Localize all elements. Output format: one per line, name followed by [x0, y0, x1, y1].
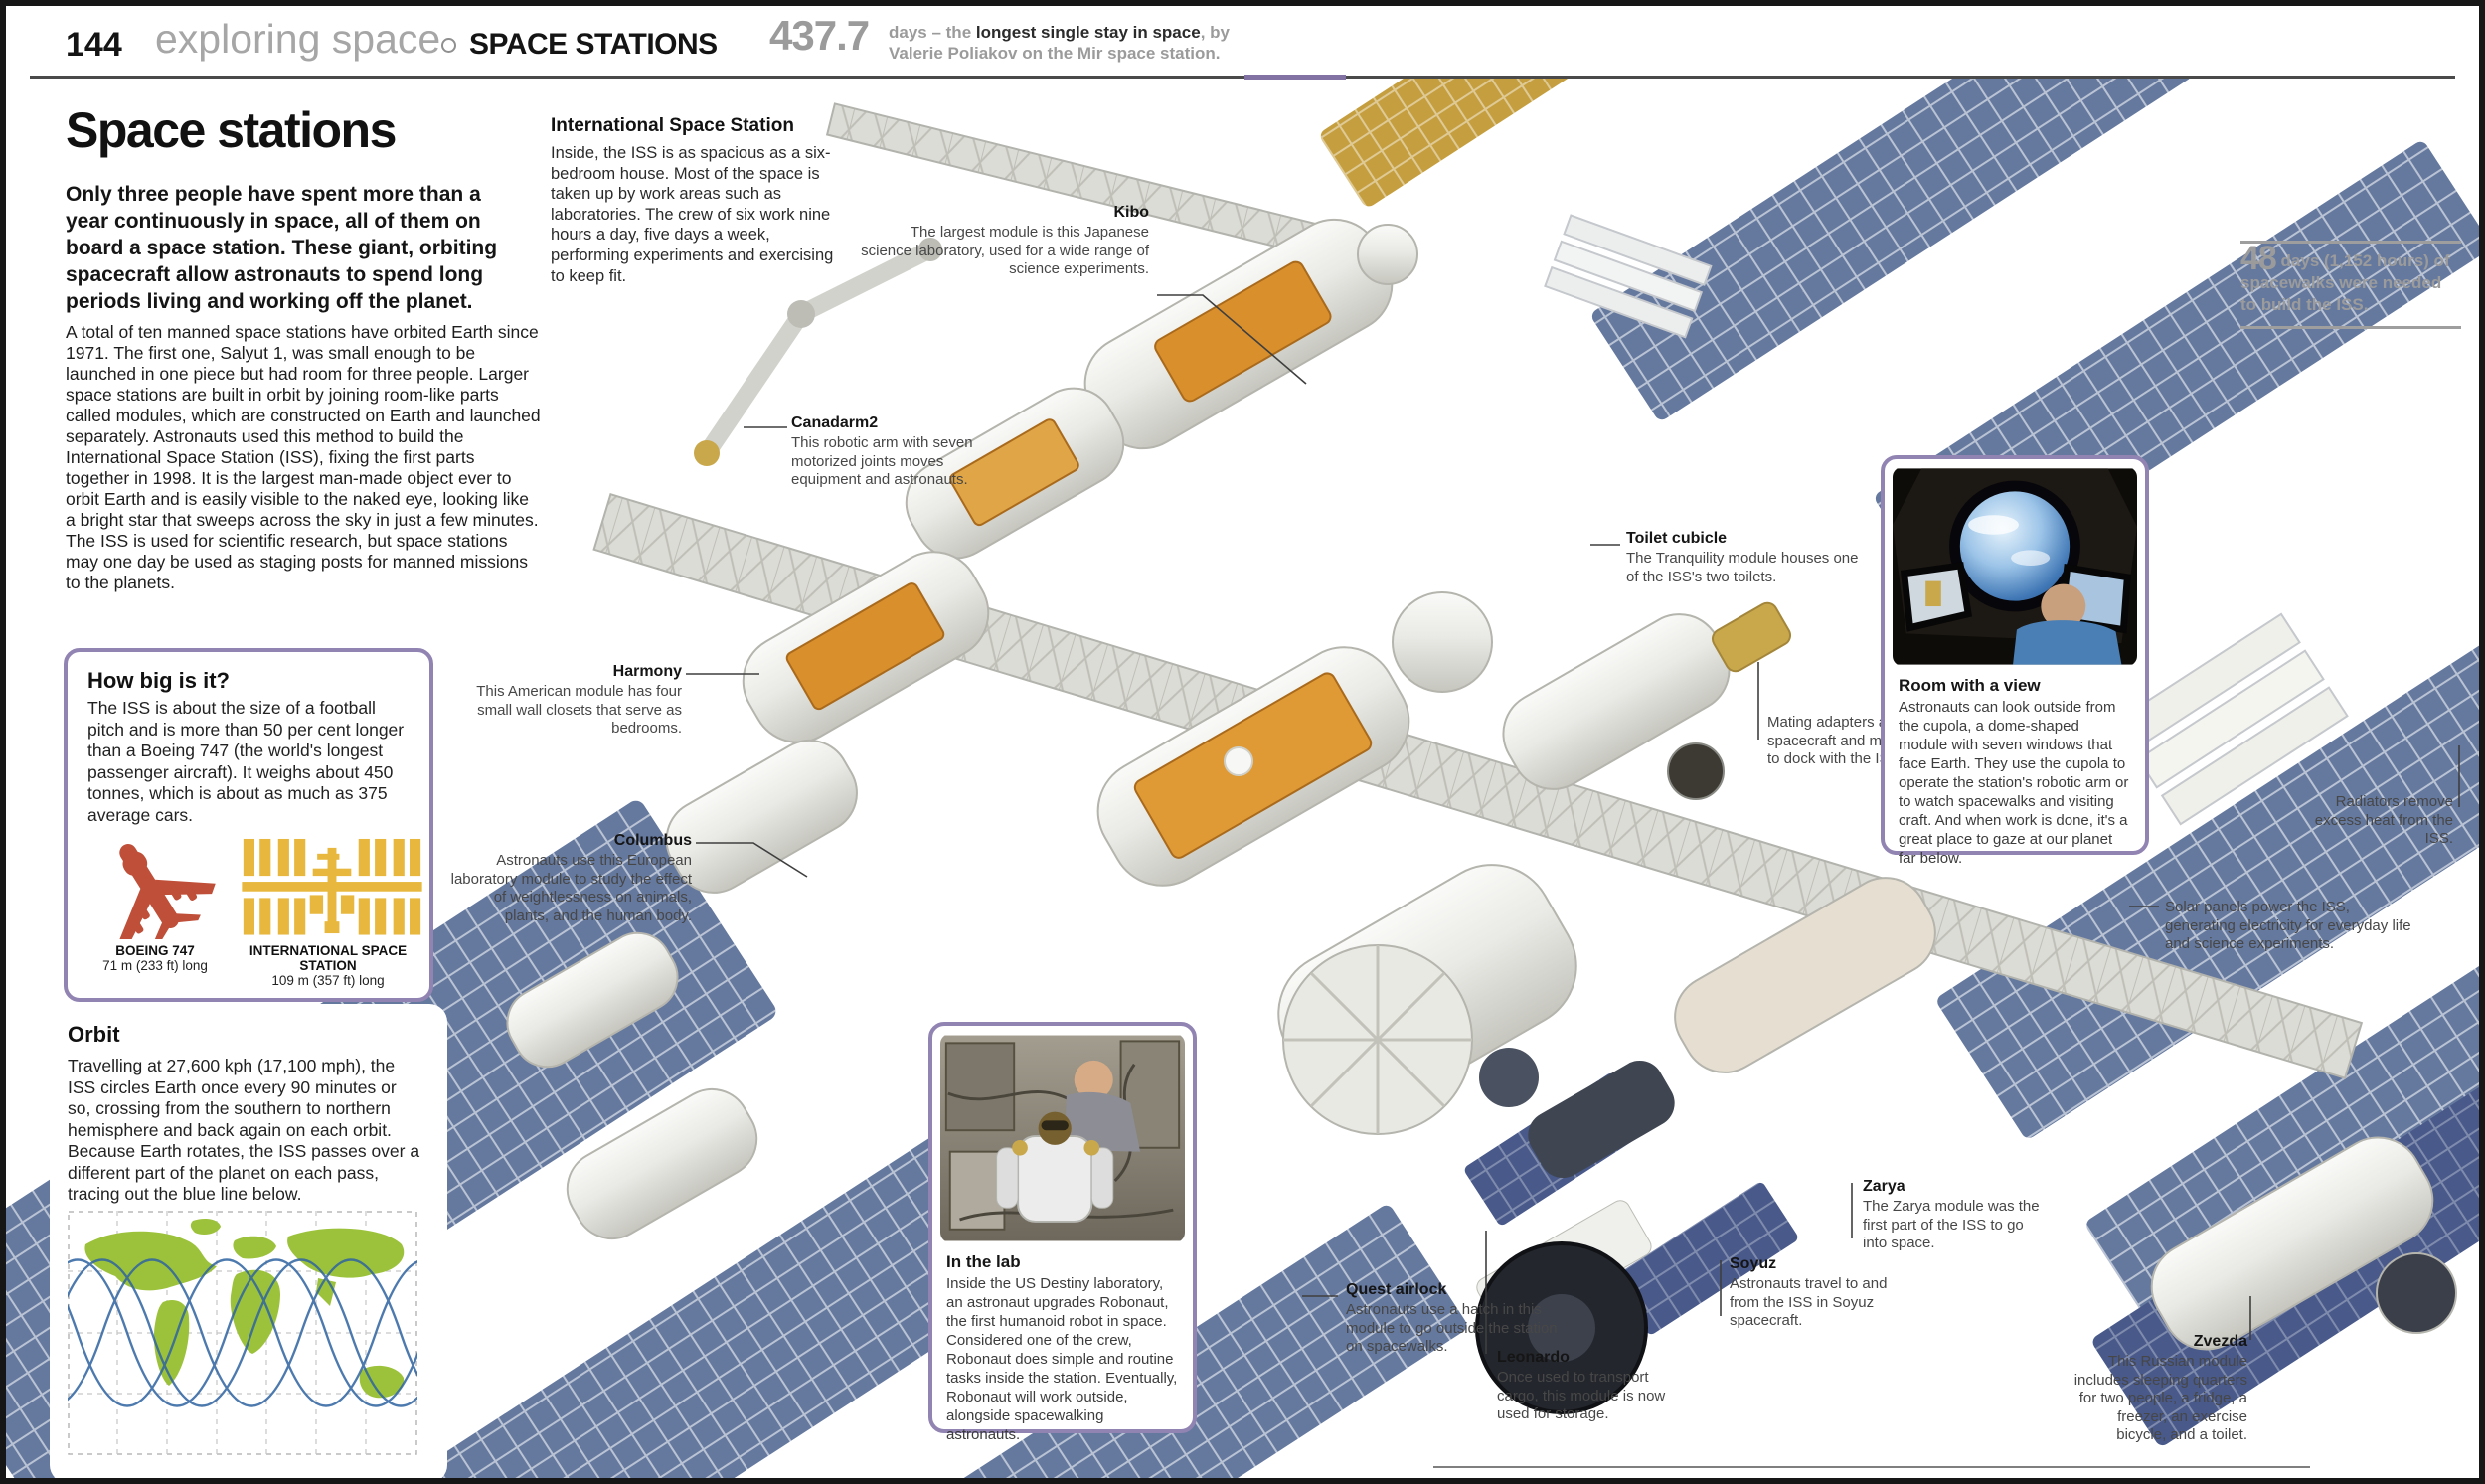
fact-bold: longest single stay in space	[975, 23, 1201, 42]
boeing-length: 71 m (233 ft) long	[102, 958, 208, 973]
article-title: Space stations	[66, 102, 397, 158]
callout-body: Astronauts use a hatch in this module to…	[1346, 1301, 1558, 1356]
astronaut-body	[1064, 1091, 1141, 1152]
article-lead: Only three people have spent more than a…	[66, 183, 498, 313]
iss-illustration	[6, 6, 2479, 1478]
orbit-title: Orbit	[68, 1022, 120, 1047]
callout-harmony: Harmony This American module has four sm…	[451, 662, 682, 739]
boeing-column: BOEING 747 71 m (233 ft) long	[76, 836, 235, 988]
spacewalk-fact: 48 days (1,152 hours) of spacewalks were…	[2240, 241, 2461, 329]
iss-silhouette	[242, 838, 422, 935]
callout-body: This robotic arm with seven motorized jo…	[791, 434, 973, 489]
callout-title: Columbus	[613, 832, 692, 849]
callout-title: Quest airlock	[1346, 1281, 1447, 1298]
callout-zarya: Zarya The Zarya module was the first par…	[1863, 1177, 2047, 1253]
box-body: Astronauts can look outside from the cup…	[1899, 699, 2129, 867]
fact-prefix: days – the	[889, 23, 976, 42]
orbit-map	[68, 1211, 417, 1455]
callout-title: Soyuz	[1730, 1255, 1777, 1272]
callout-title: Zvezda	[2193, 1333, 2247, 1350]
orbit-body: Travelling at 27,600 kph (17,100 mph), t…	[68, 1056, 420, 1204]
canadarm2-arm	[694, 238, 942, 466]
size-comparison: BOEING 747 71 m (233 ft) long	[76, 836, 422, 988]
callout-kibo: Kibo The largest module is this Japanese…	[859, 203, 1149, 279]
callout-body: Radiators remove excess heat from the IS…	[2314, 793, 2453, 848]
callout-columbus: Columbus Astronauts use this European la…	[449, 831, 692, 925]
header-rule	[30, 76, 2455, 79]
leader-kibo	[1157, 294, 1307, 385]
cupola-photo	[1893, 468, 2137, 665]
callout-body: Once used to transport cargo, this modul…	[1497, 1369, 1666, 1423]
astronaut-shirt	[2013, 620, 2122, 665]
callout-body: This Russian module includes sleeping qu…	[2073, 1353, 2247, 1444]
columbus-module	[665, 739, 858, 894]
zvezda-module	[2150, 1136, 2434, 1351]
box-title: Room with a view	[1899, 676, 2041, 695]
callout-title: Kibo	[1113, 204, 1149, 221]
in-the-lab-box: In the lab Inside the US Destiny laborat…	[928, 1022, 1197, 1443]
callout-body: The Zarya module was the first part of t…	[1863, 1198, 2040, 1252]
callout-body: This American module has four small wall…	[476, 683, 682, 738]
boeing-747-silhouette	[117, 844, 216, 939]
room-with-a-view-box: Room with a view Astronauts can look out…	[1881, 455, 2149, 867]
radiator-panels	[1544, 214, 2349, 826]
section-title: exploring space	[155, 16, 441, 62]
callout-canadarm2: Canadarm2 This robotic arm with seven mo…	[791, 413, 1015, 490]
astronaut-head	[1074, 1060, 1113, 1099]
callout-body: Solar panels power the ISS, generating e…	[2165, 899, 2411, 953]
spacewalk-text: days (1,152 hours) of spacewalks were ne…	[2240, 251, 2450, 314]
fact-suffix: , by	[1200, 23, 1230, 42]
section-separator-icon	[441, 38, 456, 53]
callout-body: Astronauts travel to and from the ISS in…	[1730, 1275, 1888, 1330]
cargo-craft	[1475, 1200, 1652, 1414]
callout-title: Harmony	[612, 663, 682, 680]
callout-quest-airlock: Quest airlock Astronauts use a hatch in …	[1346, 1280, 1570, 1357]
box-title: In the lab	[946, 1252, 1021, 1271]
zarya-module	[1674, 877, 1936, 1073]
callout-zvezda: Zvezda This Russian module includes slee…	[2064, 1332, 2247, 1445]
iss-overview-title: International Space Station	[551, 115, 794, 136]
callout-body: Astronauts use this European laboratory …	[450, 852, 692, 924]
callout-solar-panels: Solar panels power the ISS, generating e…	[2165, 897, 2411, 954]
callout-title: Leonardo	[1497, 1349, 1570, 1366]
boeing-name: BOEING 747	[115, 943, 195, 958]
mating-adapter	[1711, 601, 1792, 673]
callout-leonardo: Leonardo Once used to transport cargo, t…	[1497, 1348, 1691, 1424]
callout-title: Zarya	[1863, 1178, 1905, 1195]
leader-columbus	[696, 842, 808, 878]
callout-toilet-cubicle: Toilet cubicle The Tranquility module ho…	[1626, 529, 1860, 586]
astronaut-head	[2041, 583, 2086, 629]
page-number: 144	[66, 26, 122, 64]
callout-radiators: Radiators remove excess heat from the IS…	[2302, 791, 2453, 849]
callout-body: The Tranquility module houses one of the…	[1626, 550, 1859, 585]
soyuz-spacecraft	[1479, 1048, 1675, 1179]
callout-title: Canadarm2	[791, 414, 879, 431]
leader-lines	[686, 294, 2460, 1468]
orbit-tracks	[68, 1258, 417, 1407]
iss-overview-body: Inside, the ISS is as spacious as a six-…	[551, 144, 834, 285]
callout-body: The largest module is this Japanese scie…	[861, 224, 1149, 278]
how-big-title: How big is it?	[87, 668, 230, 693]
robonaut	[996, 1111, 1114, 1223]
article-body: A total of ten manned space stations hav…	[66, 322, 541, 592]
iss-column: INTERNATIONAL SPACE STATION 109 m (357 f…	[235, 836, 422, 988]
how-big-box: How big is it? The ISS is about the size…	[64, 648, 433, 1002]
cupola-module	[1667, 742, 1725, 800]
fact-text: days – the longest single stay in space,…	[889, 22, 1306, 64]
iss-name: INTERNATIONAL SPACE STATION	[248, 943, 408, 973]
box-body: Inside the US Destiny laboratory, an ast…	[946, 1275, 1178, 1443]
callout-soyuz: Soyuz Astronauts travel to and from the …	[1730, 1254, 1908, 1331]
how-big-body: The ISS is about the size of a football …	[87, 698, 405, 825]
iss-length: 109 m (357 ft) long	[271, 973, 385, 988]
spacewalk-number: 48	[2240, 240, 2277, 277]
fact-number: 437.7	[769, 12, 870, 59]
callout-title: Toilet cubicle	[1626, 530, 1728, 547]
page-title: SPACE STATIONS	[469, 28, 718, 61]
fact-line2: Valerie Poliakov on the Mir space statio…	[889, 44, 1221, 63]
lab-photo	[940, 1035, 1185, 1241]
header-rule-accent	[1244, 75, 1346, 80]
station-modules	[506, 218, 2457, 1351]
header-background	[6, 6, 2479, 78]
